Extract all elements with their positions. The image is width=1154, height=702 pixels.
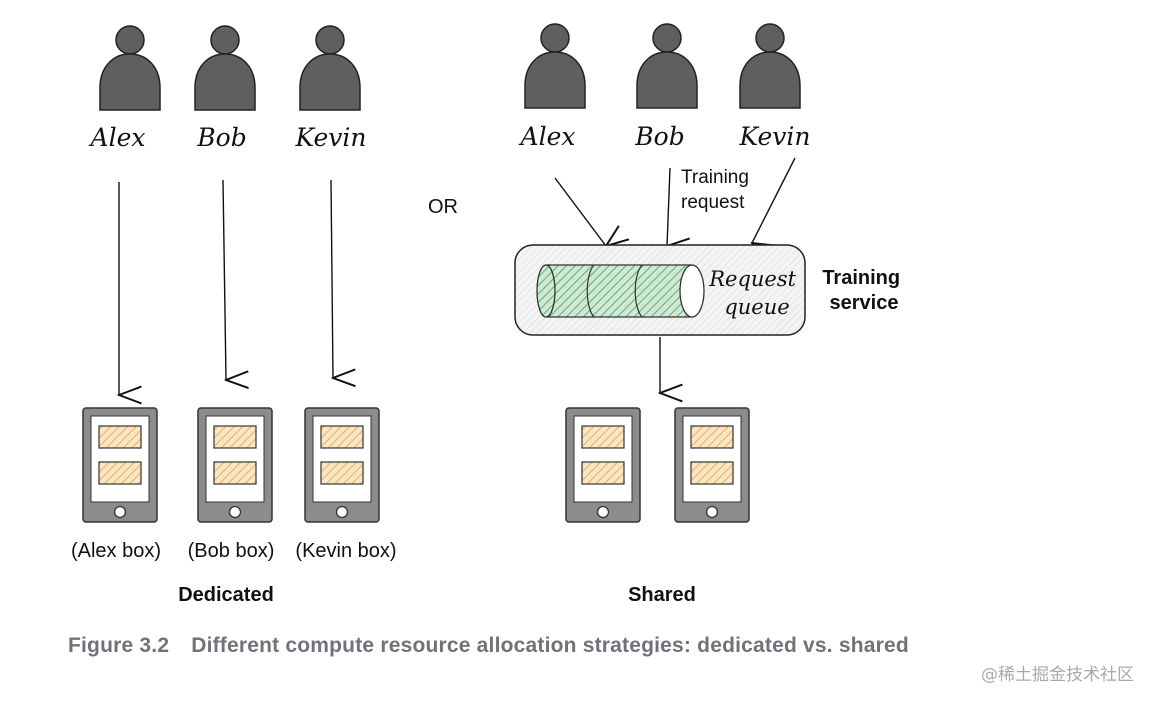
arrow-kevin-to-box	[330, 179, 333, 378]
watermark: @稀土掘金技术社区	[981, 665, 1134, 685]
person-icon	[299, 25, 361, 111]
box-label-bob: (Bob box)	[188, 540, 275, 562]
request-queue-cylinder	[536, 264, 705, 318]
figure-number: Figure 3.2	[68, 634, 170, 657]
arrow-bob-to-queue	[667, 167, 670, 246]
training-service-label: Training service	[822, 267, 905, 314]
section-label-shared: Shared	[628, 584, 696, 606]
person-icon	[739, 23, 801, 109]
person-icon	[194, 25, 256, 111]
person-icon	[99, 25, 161, 111]
figure-caption: Figure 3.2 Different compute resource all…	[68, 634, 968, 658]
arrow-kevin-to-queue	[752, 157, 796, 243]
arrow-alex-to-queue	[554, 177, 606, 246]
box-label-kevin: (Kevin box)	[295, 540, 396, 562]
machine-kevin-box	[304, 407, 380, 523]
machine-shared-1	[565, 407, 641, 523]
machine-alex-box	[82, 407, 158, 523]
user-name-bob: Bob	[634, 122, 684, 151]
training-request-label: Training request	[681, 167, 754, 213]
user-name-kevin: Kevin	[738, 122, 810, 151]
figure-caption-text: Different compute resource allocation st…	[191, 634, 909, 657]
machine-bob-box	[197, 407, 273, 523]
request-queue-label: Request queue	[708, 267, 803, 319]
user-name-alex: Alex	[89, 123, 146, 152]
person-icon	[524, 23, 586, 109]
arrow-bob-to-box	[222, 179, 226, 380]
user-name-alex: Alex	[519, 122, 576, 151]
box-label-alex: (Alex box)	[71, 540, 161, 562]
machine-shared-2	[674, 407, 750, 523]
or-label: OR	[428, 196, 458, 218]
user-name-kevin: Kevin	[294, 123, 366, 152]
user-name-bob: Bob	[196, 123, 246, 152]
person-icon	[636, 23, 698, 109]
section-label-dedicated: Dedicated	[178, 584, 274, 606]
